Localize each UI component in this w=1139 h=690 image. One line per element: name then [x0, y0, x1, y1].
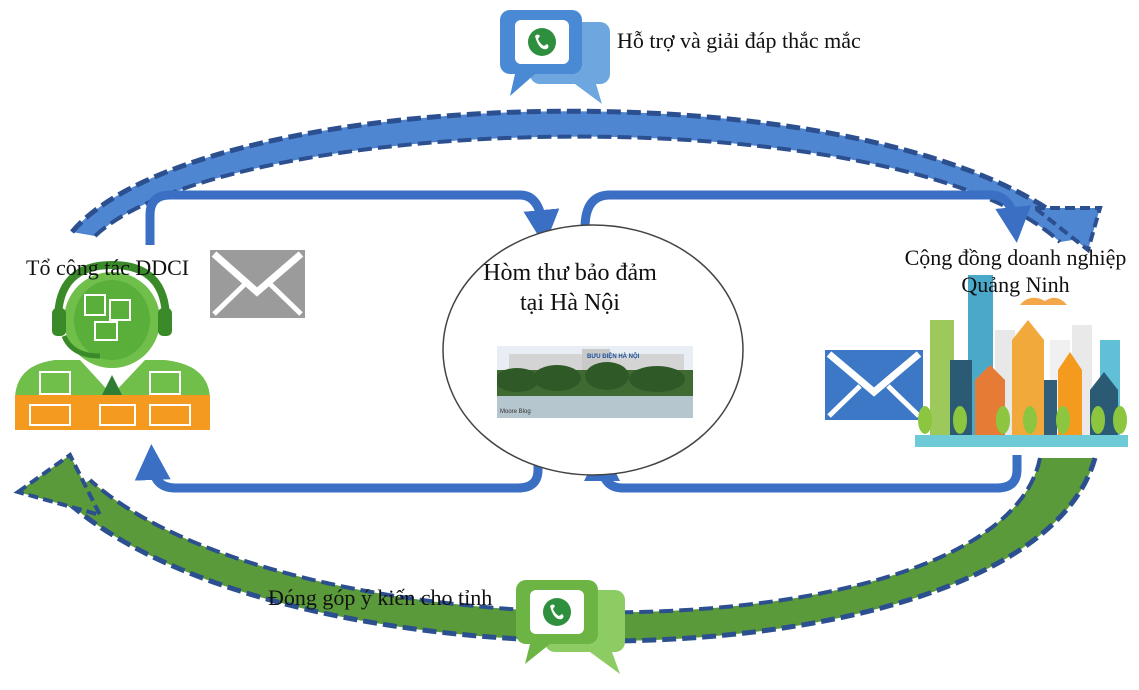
team-label: Tổ công tác DDCI: [26, 255, 190, 280]
top-curved-arrow: [70, 108, 1103, 254]
mailbox-label-line1: Hòm thư bảo đảm: [483, 260, 657, 286]
post-office-photo: BƯU ĐIỆN HÀ NỘI Moore Blog: [497, 346, 693, 418]
mailbox-label: Hòm thư bảo đảm tại Hà Nội: [470, 258, 670, 318]
city-icon: [915, 275, 1128, 447]
envelope-icon-gray: [210, 250, 305, 318]
feedback-label: Đóng góp ý kiến cho tỉnh: [268, 585, 493, 610]
headset-person-icon: [15, 260, 210, 430]
community-label: Cộng đồng doanh nghiệp Quảng Ninh: [893, 244, 1138, 298]
community-label-line2: Quảng Ninh: [961, 272, 1070, 297]
mailbox-label-line2: tại Hà Nội: [520, 290, 620, 316]
community-label-line1: Cộng đồng doanh nghiệp: [904, 245, 1127, 270]
support-label: Hỗ trợ và giải đáp thắc mắc: [617, 28, 861, 53]
envelope-icon-blue: [825, 350, 923, 420]
photo-sign: BƯU ĐIỆN HÀ NỘI: [587, 354, 640, 360]
phone-chat-icon-bottom: [516, 580, 625, 674]
phone-chat-icon-top: [500, 10, 610, 104]
photo-caption: Moore Blog: [500, 409, 531, 415]
flow-arrows: [134, 190, 1032, 493]
